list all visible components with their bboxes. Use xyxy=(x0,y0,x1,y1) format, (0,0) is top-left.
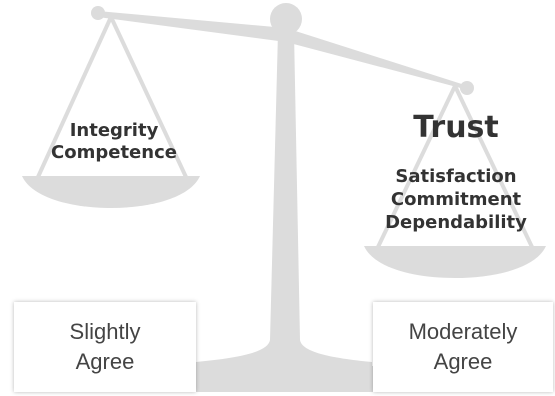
scale-pillar xyxy=(196,32,372,368)
left-pan-string xyxy=(36,16,113,178)
right-pan-items: Satisfaction Commitment Dependability xyxy=(376,166,536,235)
scale-beam xyxy=(98,11,468,90)
left-rating-line2: Agree xyxy=(75,349,135,374)
right-rating-line2: Agree xyxy=(433,349,493,374)
right-pan-item: Satisfaction xyxy=(395,166,517,187)
left-pan-string xyxy=(109,16,188,178)
left-pan xyxy=(22,176,200,208)
right-pan-string xyxy=(376,85,457,248)
trust-title: Trust xyxy=(413,110,499,145)
right-pan-item: Dependability xyxy=(385,211,527,233)
right-beam-end xyxy=(460,81,474,95)
left-rating-box: Slightly Agree xyxy=(14,302,196,392)
right-rating-box: Moderately Agree xyxy=(373,302,553,392)
right-pan-string xyxy=(453,85,534,248)
left-rating-line1: Slightly xyxy=(69,318,141,344)
left-beam-end xyxy=(91,6,105,20)
right-rating-line1: Moderately xyxy=(408,318,518,344)
scale-knob xyxy=(270,3,302,35)
scale-base xyxy=(130,366,440,392)
right-pan-item: Commitment xyxy=(390,188,522,210)
right-pan xyxy=(364,246,546,278)
left-pan-items: Integrity Competence xyxy=(30,120,198,164)
left-pan-item: Competence xyxy=(51,141,177,163)
left-pan-item: Integrity xyxy=(69,120,159,141)
